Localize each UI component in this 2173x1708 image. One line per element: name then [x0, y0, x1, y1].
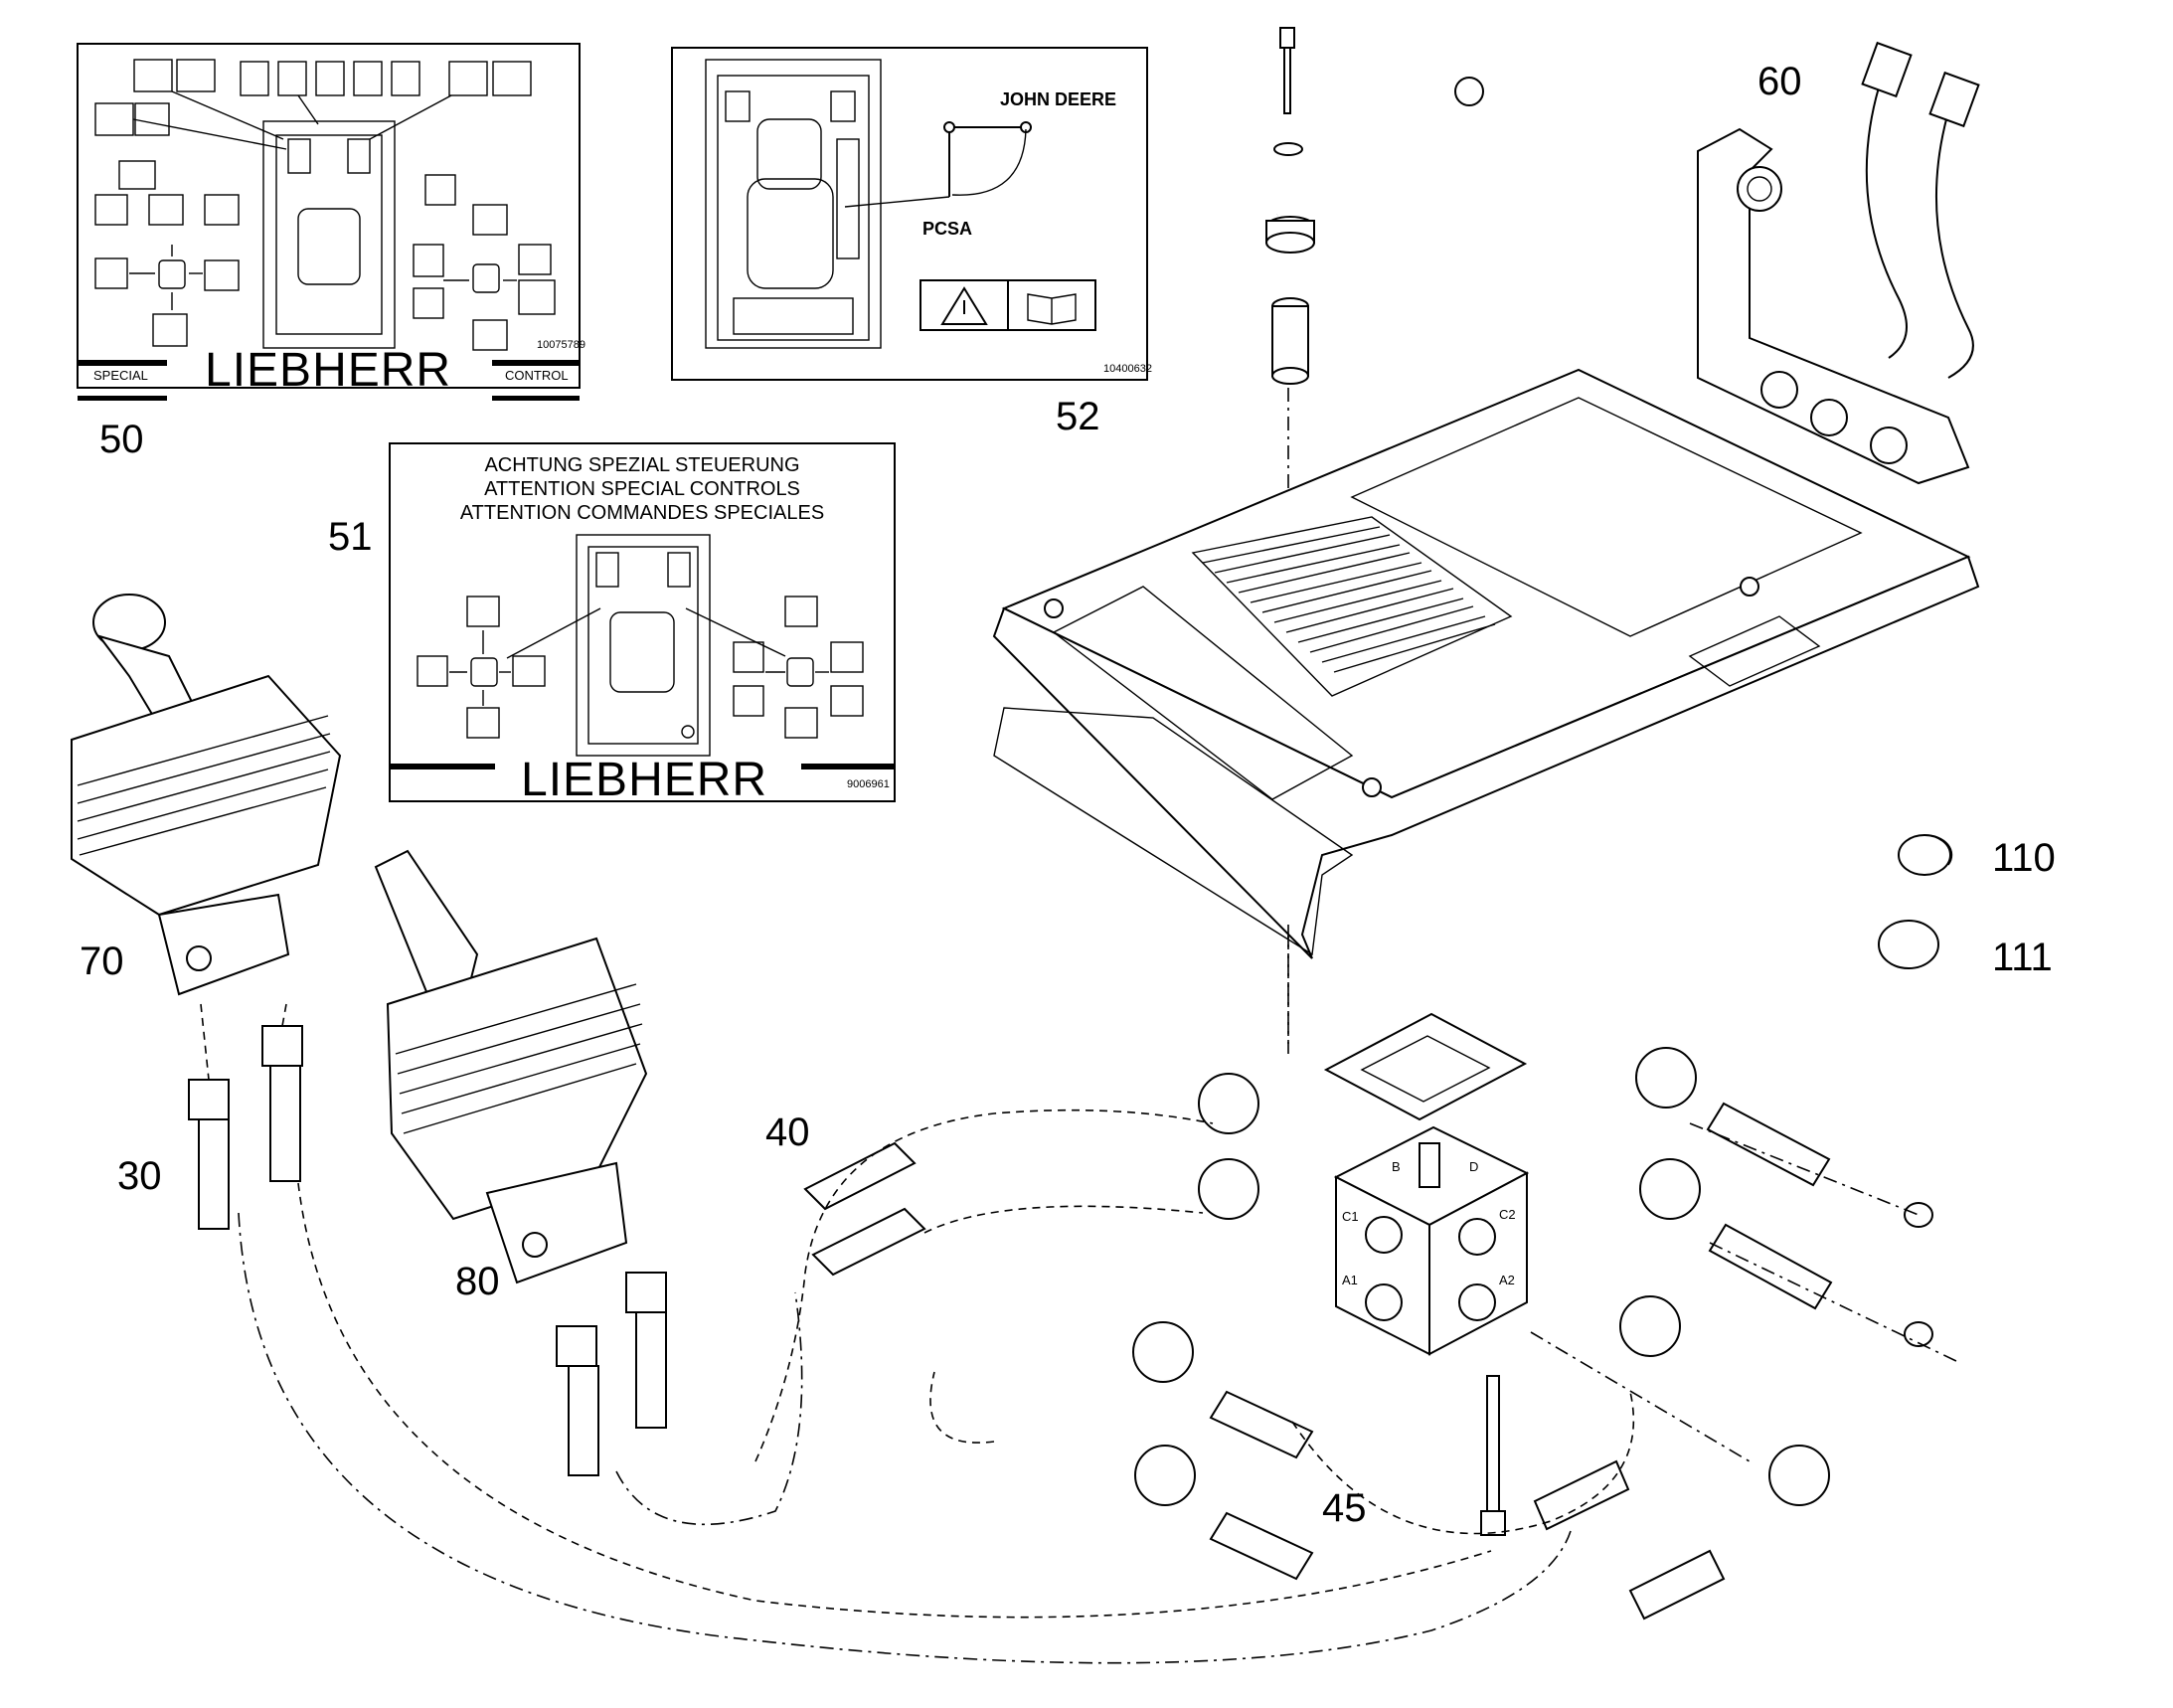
port-c1: C1	[1342, 1209, 1359, 1224]
callout-111: 111	[1992, 936, 2053, 979]
callout-60: 60	[1757, 60, 1802, 103]
port-c2: C2	[1499, 1207, 1516, 1222]
callout-70: 70	[80, 939, 124, 983]
decal-52: JOHN DEERE PCSA 10400632	[671, 47, 1152, 381]
callout-51: 51	[328, 515, 373, 559]
decal-50-code: 10075789	[537, 339, 585, 351]
decal-51-code: 9006961	[847, 778, 890, 790]
decal-52-pattern: PCSA	[922, 219, 972, 239]
decal-52-brand: JOHN DEERE	[1000, 89, 1116, 109]
fittings-40: 40	[765, 1110, 926, 1277]
port-d: D	[1469, 1159, 1478, 1174]
decal-50-brand: LIEBHERR	[205, 344, 451, 397]
callout-45: 45	[1322, 1486, 1367, 1530]
decal-50-right-caption: CONTROL	[505, 368, 569, 383]
callout-52: 52	[1056, 395, 1100, 438]
joystick-80: 80	[374, 849, 667, 1476]
switch-bracket: 60	[1697, 41, 1980, 485]
hose-routes	[238, 1109, 1959, 1664]
fittings-30: 30	[117, 1003, 303, 1230]
decal-52-code: 10400632	[1103, 363, 1152, 375]
decal-50: 10075789 SPECIAL CONTROL LIEBHERR	[77, 43, 585, 401]
valve-block: C1 C2 A1 A2 B D	[1323, 1012, 1530, 1536]
decal-50-left-caption: SPECIAL	[93, 368, 148, 383]
callout-40: 40	[765, 1110, 810, 1154]
decal-51-heading-fr: ATTENTION COMMANDES SPECIALES	[460, 502, 824, 524]
port-a2: A2	[1499, 1273, 1515, 1287]
callout-110: 110	[1992, 836, 2056, 880]
decal-51: ACHTUNG SPEZIAL STEUERUNG ATTENTION SPEC…	[389, 442, 896, 806]
console-plate	[992, 368, 1980, 1054]
decal-51-heading-en: ATTENTION SPECIAL CONTROLS	[484, 478, 800, 500]
collars: 110 111	[1878, 834, 2056, 979]
callout-50: 50	[99, 418, 144, 461]
joystick-70: 70	[71, 594, 342, 996]
port-a1: A1	[1342, 1273, 1358, 1287]
decal-51-heading-de: ACHTUNG SPEZIAL STEUERUNG	[484, 454, 799, 476]
elbow-fittings	[1132, 1047, 1933, 1621]
callout-80: 80	[455, 1260, 500, 1303]
port-b: B	[1392, 1159, 1401, 1174]
decal-51-brand: LIEBHERR	[521, 754, 767, 806]
callout-30: 30	[117, 1154, 162, 1198]
